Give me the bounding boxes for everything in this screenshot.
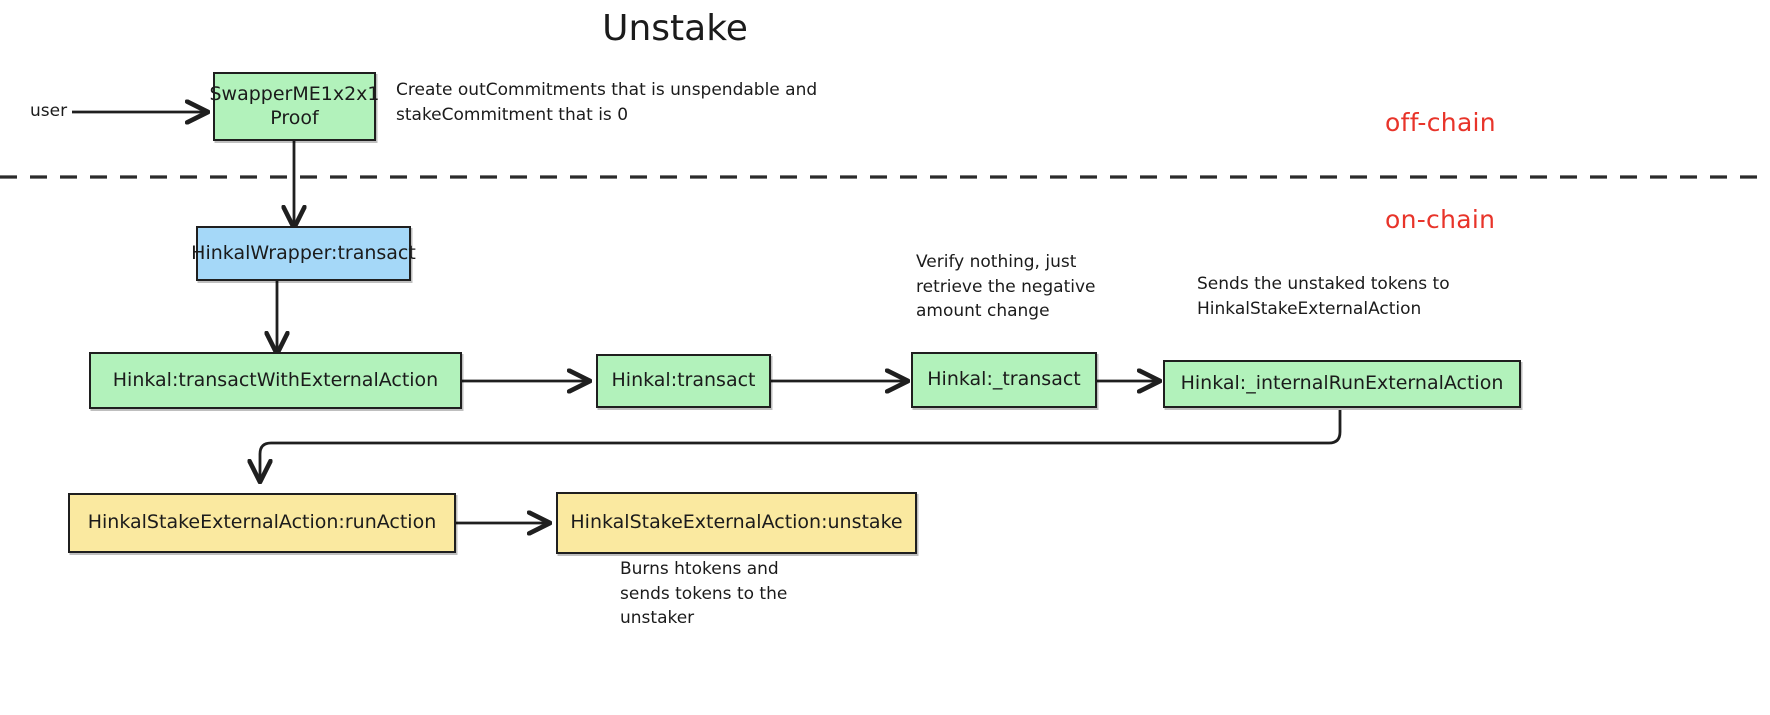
edge-_internalrunexternalaction-to-runaction bbox=[260, 410, 1342, 480]
zone-label-off-chain: off-chain bbox=[1385, 108, 1496, 137]
node-hinkalstakeexternalaction-runaction[interactable]: HinkalStakeExternalAction:runAction bbox=[68, 493, 456, 553]
actor-user-label: user bbox=[30, 101, 68, 121]
note-transact: Verify nothing, just retrieve the negati… bbox=[916, 252, 1096, 322]
node-hinkalstakeexternalaction-unstake[interactable]: HinkalStakeExternalAction:unstake bbox=[556, 492, 917, 554]
node-swapper-proof[interactable]: SwapperME1x2x1 Proof bbox=[209, 72, 380, 141]
node-hinkal-transact[interactable]: Hinkal:transact bbox=[596, 354, 771, 408]
note-externalaction: Sends the unstaked tokens to HinkalStake… bbox=[1197, 274, 1450, 319]
node-hinkalwrapper-transact[interactable]: HinkalWrapper:transact bbox=[191, 226, 416, 281]
node-hinkal-_transact[interactable]: Hinkal:_transact bbox=[911, 352, 1097, 408]
note-swapper: Create outCommitments that is unspendabl… bbox=[396, 80, 818, 125]
note-unstake: Burns htokens and sends tokens to the un… bbox=[620, 559, 788, 629]
page-title: Unstake bbox=[602, 8, 748, 49]
node-hinkal-transactwithexternalaction[interactable]: Hinkal:transactWithExternalAction bbox=[89, 352, 462, 409]
zone-label-on-chain: on-chain bbox=[1385, 205, 1496, 234]
node-hinkal-_internalrunexternalaction[interactable]: Hinkal:_internalRunExternalAction bbox=[1163, 360, 1521, 408]
